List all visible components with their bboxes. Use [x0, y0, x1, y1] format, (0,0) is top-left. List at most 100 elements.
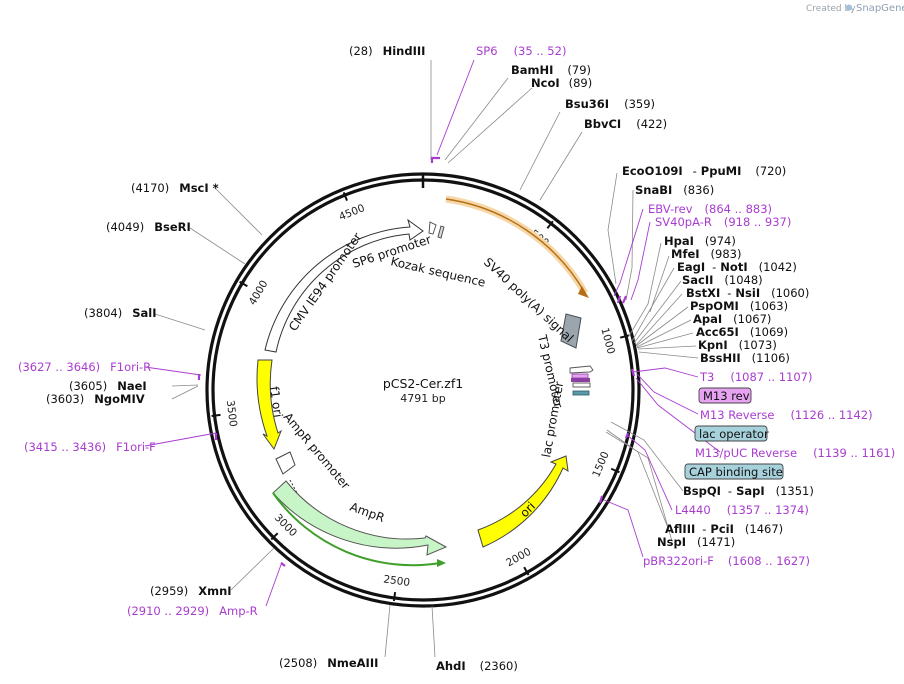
site-name: MscI *: [179, 181, 218, 195]
site-pos: (974): [705, 234, 736, 248]
position-tick-mark: [523, 566, 530, 576]
position-tick-label: 2500: [383, 573, 411, 589]
position-tick-label: 3500: [224, 400, 239, 428]
site-pos: (3605): [69, 379, 107, 393]
svg-text:(28)HindIII: (28) HindIII: [349, 44, 425, 58]
primer-name: SV40pA-R: [655, 215, 712, 229]
cap-binding-site-label: CAP binding site: [689, 465, 783, 479]
site-name: PciI: [710, 522, 733, 536]
site-pos: (422): [636, 117, 667, 131]
site-name: SnaBI: [635, 183, 672, 197]
primer-name: pBR322ori-F: [643, 554, 714, 568]
site-pos: (1042): [759, 260, 797, 274]
position-tick-mark: [610, 467, 620, 474]
ori-arrow: [477, 455, 569, 548]
site-pos: (836): [683, 183, 714, 197]
f1-ori-arrow: [256, 359, 283, 451]
primer-name: L4440: [675, 503, 711, 517]
site-name: NcoI: [531, 76, 560, 90]
primer-range: (1126 .. 1142): [790, 408, 872, 422]
restriction-site-labels: (28)HindIII BamHI(79) NcoI(89) Bsu36I(35…: [46, 44, 814, 673]
site-pos: (1073): [739, 338, 777, 352]
site-pos: (79): [567, 63, 591, 77]
credit-text: Created by: [806, 4, 856, 14]
svg-text:MfeI(983): MfeI(983): [671, 247, 741, 261]
cap-binding-site-box: [684, 463, 784, 480]
svg-text:Acc65I(1069): Acc65I(1069): [696, 325, 788, 339]
primer-name: M13/pUC Reverse: [695, 446, 797, 460]
svg-text:NcoI(89): NcoI (89): [531, 76, 592, 90]
m13-rev-box: [698, 387, 752, 404]
site-name: NspI: [657, 535, 686, 549]
site-pos: (2508): [279, 656, 317, 670]
site-pos: (4170): [131, 181, 169, 195]
site-pos: (89): [569, 76, 593, 90]
svg-text:BamHI(79): BamHI (79): [511, 63, 591, 77]
svg-text:AhdI(2360): AhdI(2360): [436, 659, 518, 673]
primer-name: F1ori-R: [110, 360, 151, 374]
signal-block: [560, 313, 582, 349]
primer-range: (1357 .. 1374): [727, 503, 809, 517]
primer-markers: [197, 156, 636, 567]
site-name: SapI: [736, 484, 765, 498]
primer-range: (3415 .. 3436): [24, 440, 106, 454]
svg-text:SV40pA-R(918 .. 937): SV40pA-R(918 .. 937): [655, 215, 791, 229]
svg-text:(3804)SalI: (3804)SalI: [84, 306, 157, 320]
svg-text:EcoO109I-PpuMI(720): EcoO109I-PpuMI(720): [622, 164, 786, 178]
site-name: PspOMI: [690, 299, 739, 313]
svg-text:SacII(1048): SacII(1048): [682, 273, 763, 287]
svg-text:BbvCI(422): BbvCI (422): [584, 117, 667, 131]
f1-ori-label: f1 ori: [267, 385, 285, 418]
sp6-promoter-mark: [428, 221, 437, 235]
svg-text:(3605)NaeI: (3605) NaeI: [69, 379, 147, 393]
svg-text:EagI-NotI(1042): EagI-NotI(1042): [677, 260, 797, 274]
primer-range: (3627 .. 3646): [18, 360, 100, 374]
primer-range: (35 .. 52): [514, 44, 567, 58]
site-name: BamHI: [511, 63, 553, 77]
site-name: NaeI: [117, 379, 146, 393]
site-name: AflIII: [665, 522, 695, 536]
site-pos: (4049): [106, 220, 144, 234]
position-tick-label: 1500: [590, 450, 611, 479]
svg-text:SP6(35 .. 52): SP6(35 .. 52): [476, 44, 566, 58]
plasmid-size: 4791 bp: [400, 392, 445, 405]
site-name: EcoO109I: [622, 164, 683, 178]
position-tick-mark: [392, 591, 397, 602]
site-name: BseRI: [154, 220, 191, 234]
position-tick-label: 2000: [504, 546, 533, 570]
svg-text:L4440(1357 .. 1374): L4440 (1357 .. 1374): [675, 503, 809, 517]
ampr-highlight-arc: [272, 492, 441, 567]
position-tick-mark: [270, 532, 279, 541]
primer-leader-lines: [144, 59, 721, 607]
primer-name: T3: [699, 370, 714, 384]
ampr-arrow: [272, 480, 448, 556]
m13-rev-label: M13 rev: [703, 389, 750, 403]
svg-text:M13/pUC Reverse(1139 .. 1161): M13/pUC Reverse (1139 .. 1161): [695, 446, 895, 460]
site-name: NgoMIV: [94, 392, 144, 406]
primer-labels: SP6(35 .. 52) EBV-rev(864 .. 883) SV40pA…: [18, 44, 895, 618]
svg-text:BstXI-NsiI(1060): BstXI-NsiI(1060): [686, 286, 809, 300]
primer-range: (864 .. 883): [705, 202, 773, 216]
site-pos: (720): [755, 164, 786, 178]
site-name: BbvCI: [584, 117, 621, 131]
svg-text:NspI(1471): NspI(1471): [657, 535, 735, 549]
site-name: ApaI: [693, 312, 722, 326]
primer-range: (2910 .. 2929): [127, 604, 209, 618]
site-pos: (1467): [745, 522, 783, 536]
boxed-feature-labels: M13 rev lac operator CAP binding site: [684, 387, 784, 480]
position-tick-label: 1000: [598, 327, 616, 356]
primer-range: (1139 .. 1161): [813, 446, 895, 460]
site-pos: (359): [624, 97, 655, 111]
site-pos: (28): [349, 44, 373, 58]
site-name: Acc65I: [696, 325, 739, 339]
sv40-polya-label: SV40 poly(A) signal: [481, 255, 576, 345]
svg-text:BspQI-SapI(1351): BspQI-SapI(1351): [683, 484, 814, 498]
site-name: NotI: [720, 260, 747, 274]
svg-text:M13 Reverse(1126 .. 1142): M13 Reverse(1126 .. 1142): [700, 408, 873, 422]
site-pos: (1048): [724, 273, 762, 287]
site-name: BstXI: [686, 286, 720, 300]
site-name: HindIII: [383, 44, 426, 58]
kozak-mark: [437, 225, 445, 239]
site-name: BssHII: [700, 351, 741, 365]
